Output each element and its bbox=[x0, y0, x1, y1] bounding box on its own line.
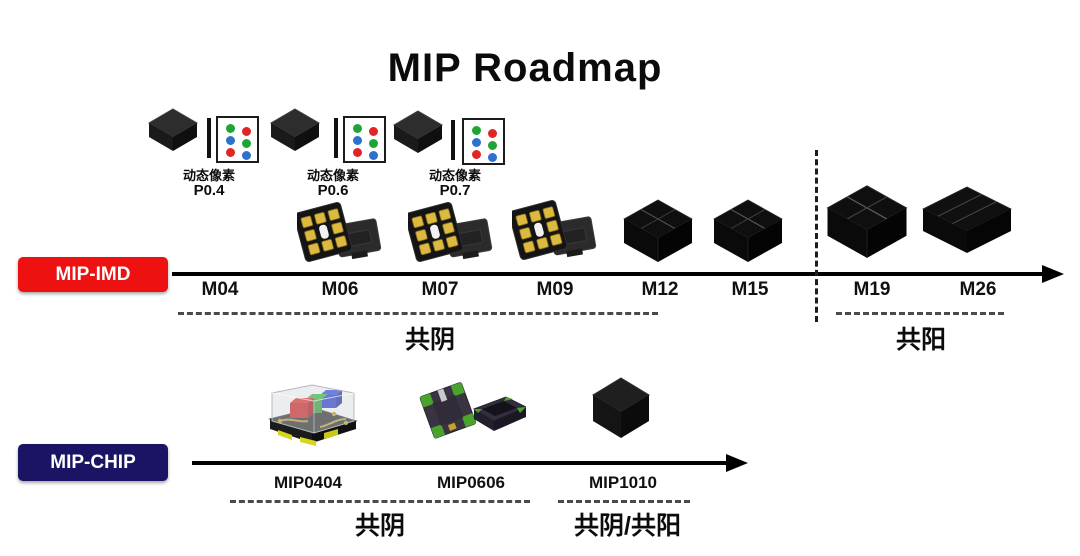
chip-axis-arrowhead-icon bbox=[726, 454, 748, 472]
pixel-dot bbox=[472, 150, 481, 159]
quad-chip-large-icon bbox=[826, 185, 908, 258]
page-title: MIP Roadmap bbox=[387, 46, 663, 90]
pixel-dot bbox=[242, 127, 251, 136]
quad-chip-icon bbox=[713, 199, 783, 262]
chip-milestone-mip0606: MIP0606 bbox=[436, 473, 506, 492]
mip0606-chip-icon bbox=[419, 382, 526, 439]
pixel-legend-box bbox=[343, 116, 386, 163]
chip-region-common-cathode: 共阴 bbox=[354, 512, 405, 540]
imd-milestone-m07: M07 bbox=[421, 279, 459, 300]
flat-chip-icon bbox=[393, 110, 443, 153]
quad-chip-icon bbox=[623, 199, 693, 262]
chip-badge: MIP-CHIP bbox=[18, 444, 168, 481]
pixel-dot bbox=[242, 151, 251, 160]
imd-region-common-cathode: 共阴 bbox=[404, 326, 455, 354]
chip-milestone-mip0404: MIP0404 bbox=[273, 473, 343, 492]
imd-milestone-m12: M12 bbox=[641, 279, 679, 300]
imd-milestone-m09: M09 bbox=[536, 279, 574, 300]
pixel-dot bbox=[353, 148, 362, 157]
pixel-dot bbox=[226, 136, 235, 145]
legend-separator-bar bbox=[451, 120, 455, 160]
pixel-dot bbox=[369, 151, 378, 160]
flat-chip-icon bbox=[148, 108, 198, 151]
pixel-dot bbox=[472, 126, 481, 135]
pixel-caption-name: 动态像素 bbox=[182, 168, 235, 183]
imd-axis-line bbox=[172, 272, 1044, 276]
pixel-dot bbox=[353, 124, 362, 133]
gold-pad-chip-icon bbox=[512, 200, 597, 260]
imd-milestone-m15: M15 bbox=[731, 279, 769, 300]
pixel-caption-name: 动态像素 bbox=[428, 168, 481, 183]
imd-milestone-m19: M19 bbox=[853, 279, 891, 300]
imd-badge: MIP-IMD bbox=[18, 257, 168, 292]
wide-chip-icon bbox=[922, 186, 1012, 253]
imd-region-common-anode: 共阳 bbox=[895, 326, 946, 354]
pixel-dot bbox=[488, 129, 497, 138]
mip0404-chip-icon bbox=[268, 384, 358, 446]
gold-pad-chip-icon bbox=[297, 202, 382, 262]
pixel-dot bbox=[369, 139, 378, 148]
pixel-legend-box bbox=[216, 116, 259, 163]
imd-milestone-m06: M06 bbox=[321, 279, 359, 300]
pixel-legend-box bbox=[462, 118, 505, 165]
pixel-caption: 动态像素 P0.4 bbox=[149, 168, 269, 199]
pixel-dot bbox=[226, 124, 235, 133]
pixel-caption-pitch: P0.4 bbox=[193, 182, 225, 199]
legend-separator-bar bbox=[334, 118, 338, 158]
gold-pad-chip-icon bbox=[408, 202, 493, 262]
chip-dual-mode-dashed-line bbox=[558, 500, 690, 503]
pixel-caption-pitch: P0.7 bbox=[439, 182, 471, 199]
pixel-dot bbox=[488, 141, 497, 150]
chip-common-cathode-dashed-line bbox=[230, 500, 530, 503]
pixel-caption-name: 动态像素 bbox=[306, 168, 359, 183]
mip1010-chip-icon bbox=[592, 377, 650, 438]
pixel-caption-pitch: P0.6 bbox=[317, 182, 349, 199]
imd-axis-arrowhead-icon bbox=[1042, 265, 1064, 283]
flat-chip-icon bbox=[270, 108, 320, 151]
imd-milestone-m26: M26 bbox=[959, 279, 997, 300]
chip-region-dual-mode: 共阴/共阳 bbox=[574, 512, 681, 540]
pixel-dot bbox=[472, 138, 481, 147]
imd-milestone-m04: M04 bbox=[201, 279, 239, 300]
pixel-dot bbox=[369, 127, 378, 136]
pixel-dot bbox=[488, 153, 497, 162]
imd-common-anode-dashed-line bbox=[836, 312, 1004, 315]
era-divider-dashed-line bbox=[815, 150, 818, 322]
pixel-caption: 动态像素 P0.7 bbox=[395, 168, 515, 199]
pixel-dot bbox=[353, 136, 362, 145]
legend-separator-bar bbox=[207, 118, 211, 158]
pixel-caption: 动态像素 P0.6 bbox=[273, 168, 393, 199]
pixel-dot bbox=[226, 148, 235, 157]
pixel-dot bbox=[242, 139, 251, 148]
chip-axis-line bbox=[192, 461, 728, 465]
chip-milestone-mip1010: MIP1010 bbox=[588, 473, 658, 492]
imd-common-cathode-dashed-line bbox=[178, 312, 658, 315]
